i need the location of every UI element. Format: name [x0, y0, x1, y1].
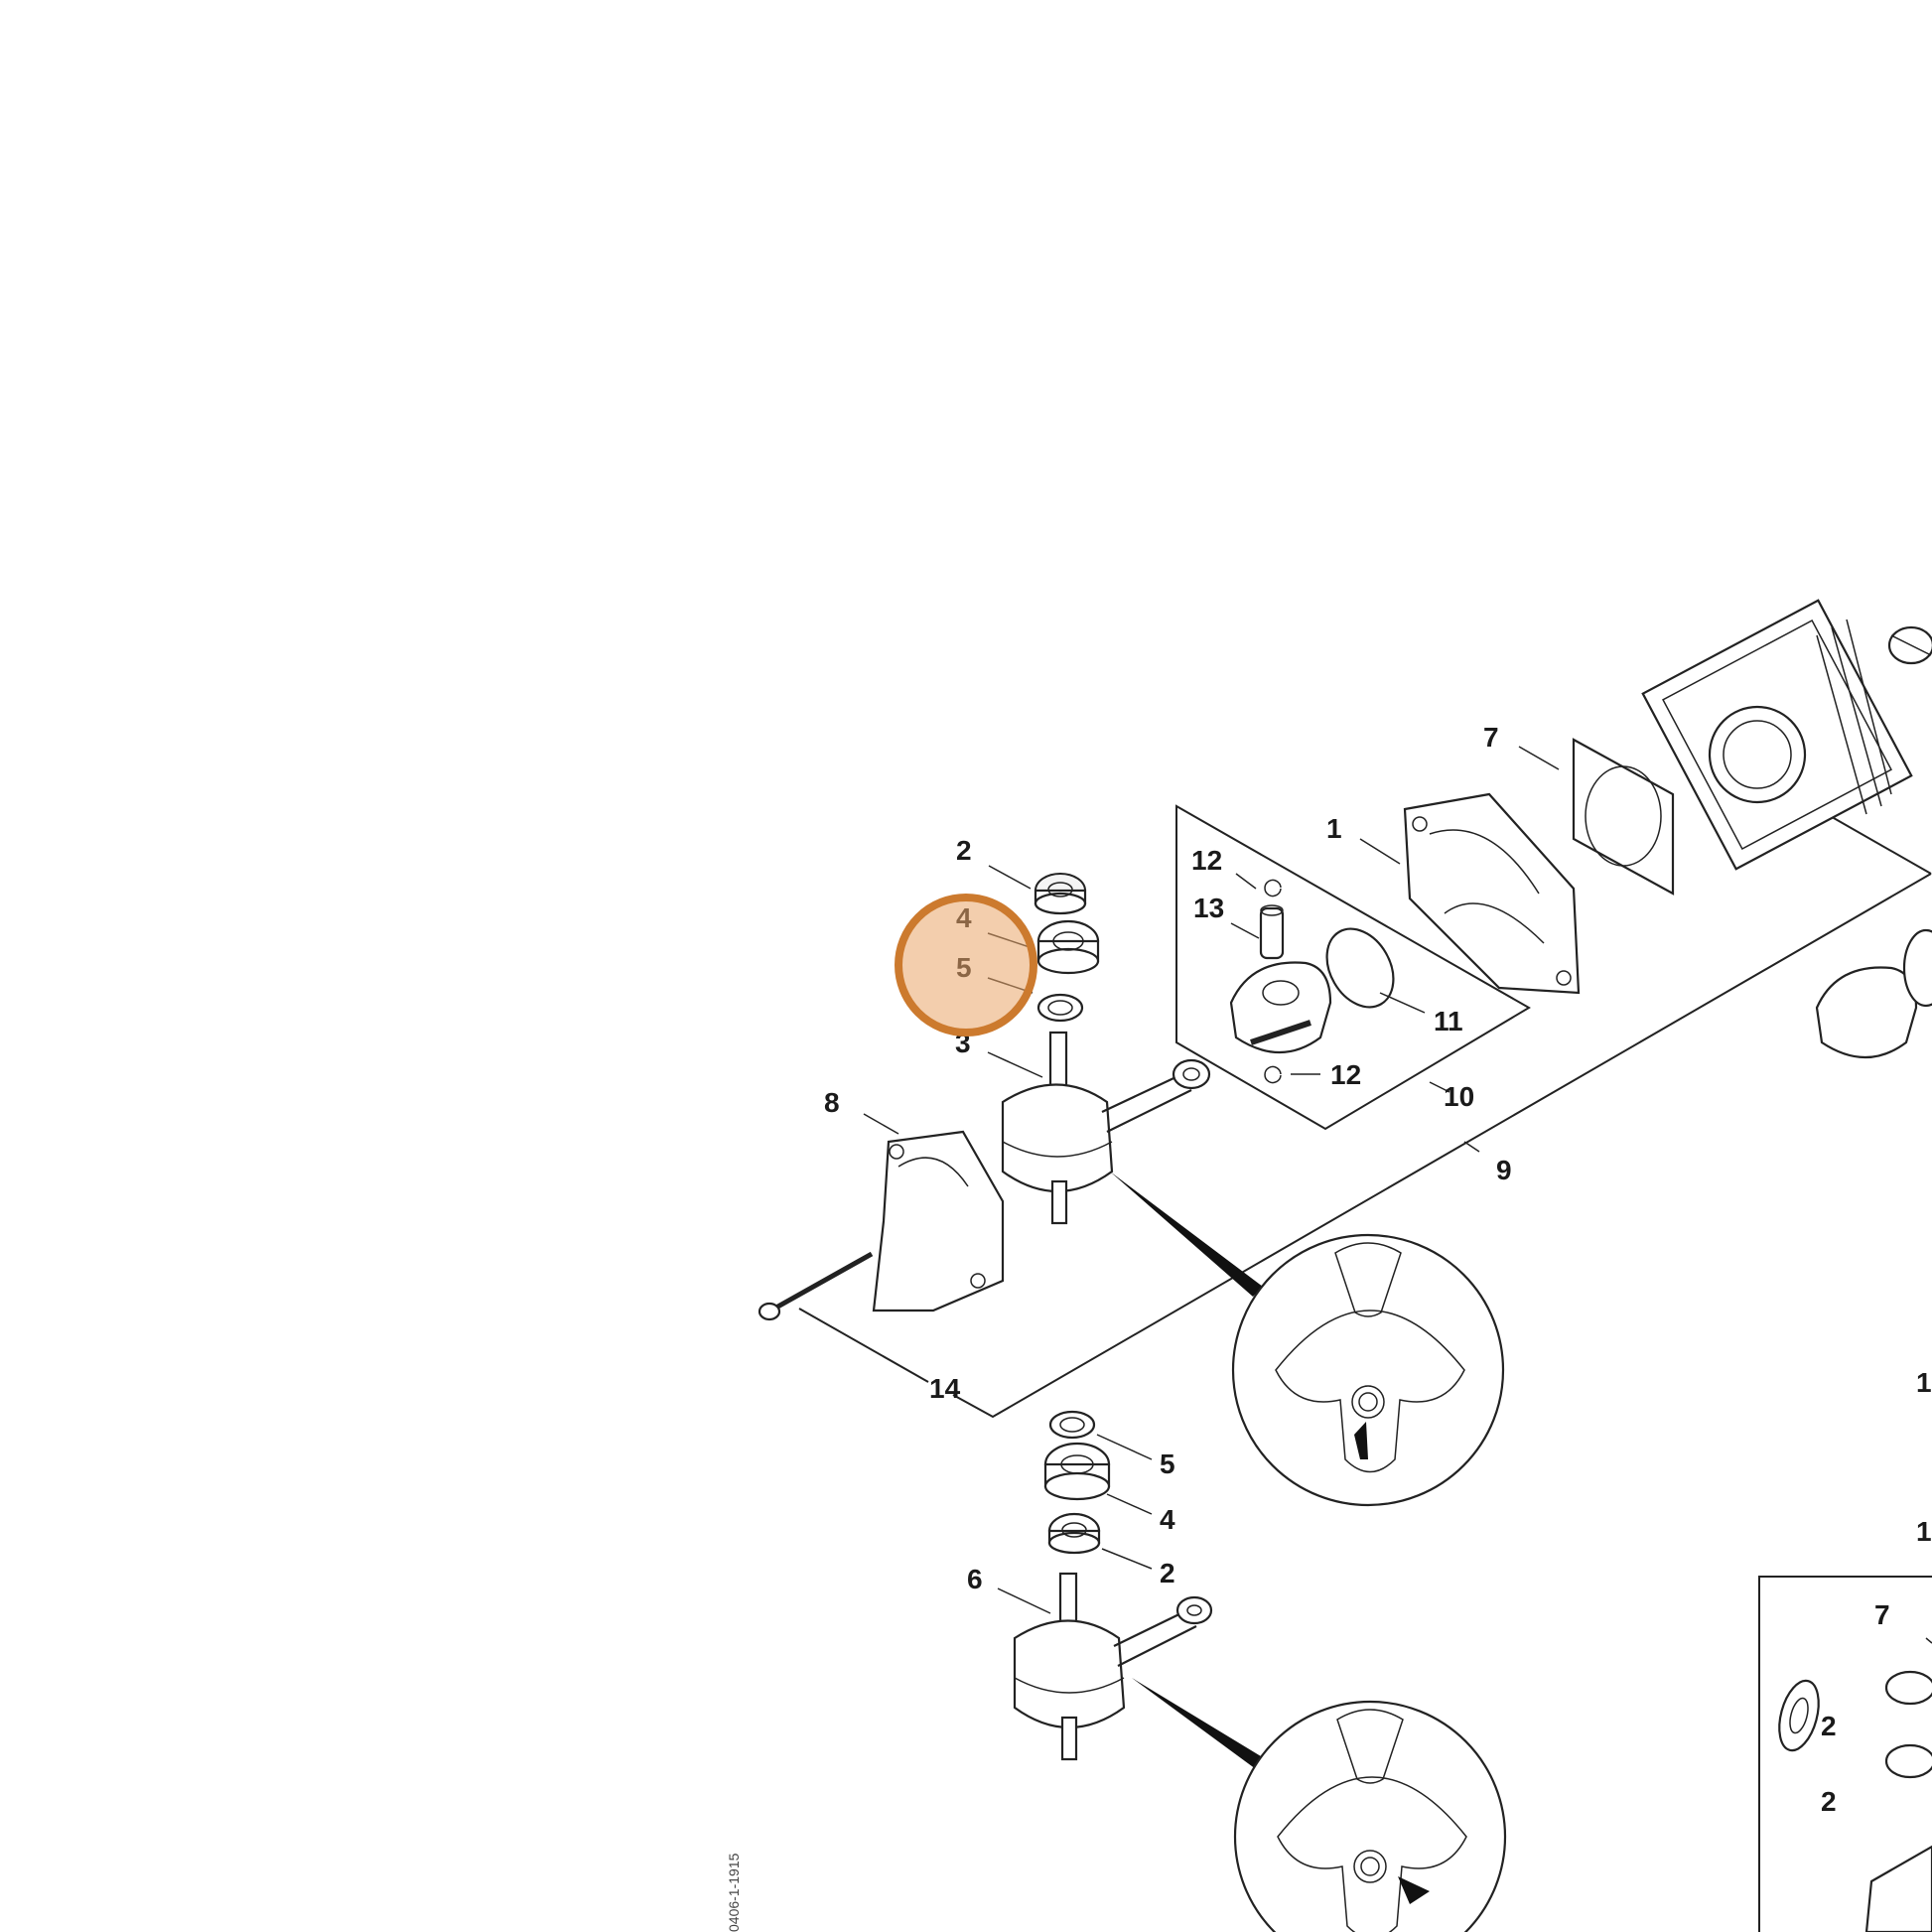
assembly-box-9-edge	[1826, 813, 1932, 875]
drawing-code: 0406-1-1915	[726, 1853, 742, 1932]
label-1-edge-b: 1	[1916, 1516, 1932, 1547]
crankshaft-upper-part	[1001, 1031, 1211, 1225]
label-12-top: 12	[1191, 845, 1222, 876]
circlip-bottom-part	[1264, 1065, 1282, 1084]
assembly-box-9-bottom	[952, 873, 1932, 1419]
ball-bearing-bottom-part	[1043, 1442, 1111, 1501]
label-2-lower: 2	[1160, 1558, 1175, 1588]
label-8: 8	[824, 1087, 840, 1118]
nut-bottom-part	[1047, 1512, 1101, 1555]
piston-ring-part	[1325, 927, 1395, 1009]
label-6: 6	[967, 1564, 983, 1594]
crank-detail-inset-upper	[1231, 1233, 1505, 1507]
screw-part	[758, 1251, 874, 1321]
cylinder-part	[1641, 599, 1913, 871]
piston-pin-part	[1259, 904, 1285, 960]
washer-top-part	[1036, 993, 1084, 1023]
assembly-box-10	[1175, 804, 1531, 1131]
ball-bearing-top-part	[1036, 919, 1100, 975]
washer-bottom-part	[1048, 1410, 1096, 1440]
inset-box-parts	[1778, 1670, 1932, 1932]
label-14: 14	[929, 1373, 961, 1404]
label-12-bottom: 12	[1330, 1059, 1361, 1090]
label-1: 1	[1326, 813, 1342, 844]
label-2-inset-a: 2	[1821, 1711, 1837, 1741]
inset-box-bottom-right	[1758, 1576, 1932, 1932]
label-7: 7	[1483, 722, 1499, 753]
circlip-top-part	[1264, 879, 1282, 897]
leader-lines	[863, 746, 1932, 1644]
label-2-inset-b: 2	[1821, 1786, 1837, 1817]
crankshaft-lower-part	[1013, 1572, 1213, 1761]
label-1-edge-a: 1	[1916, 1367, 1932, 1398]
label-9: 9	[1496, 1155, 1512, 1185]
piston-right-fragment	[1815, 928, 1932, 1059]
label-10: 10	[1444, 1081, 1474, 1112]
label-4-lower: 4	[1160, 1504, 1175, 1535]
nut-top-part	[1034, 873, 1087, 915]
label-7-inset: 7	[1874, 1599, 1890, 1630]
crank-detail-inset-lower	[1233, 1700, 1507, 1932]
label-11: 11	[1434, 1006, 1463, 1036]
label-5-lower: 5	[1160, 1449, 1175, 1479]
crankcase-half-left-part	[872, 1130, 1005, 1312]
pointer-wedge-lower	[1132, 1678, 1266, 1769]
label-2: 2	[956, 835, 972, 866]
spark-plug-part	[1887, 625, 1932, 665]
cylinder-gasket-part	[1572, 738, 1675, 896]
pointer-wedge-upper	[1110, 1172, 1263, 1297]
piston-part	[1229, 961, 1332, 1054]
assembly-box-14-line	[798, 1308, 929, 1383]
label-13: 13	[1193, 893, 1224, 923]
crankcase-half-right-part	[1403, 792, 1581, 995]
highlight-marker[interactable]	[895, 894, 1037, 1036]
